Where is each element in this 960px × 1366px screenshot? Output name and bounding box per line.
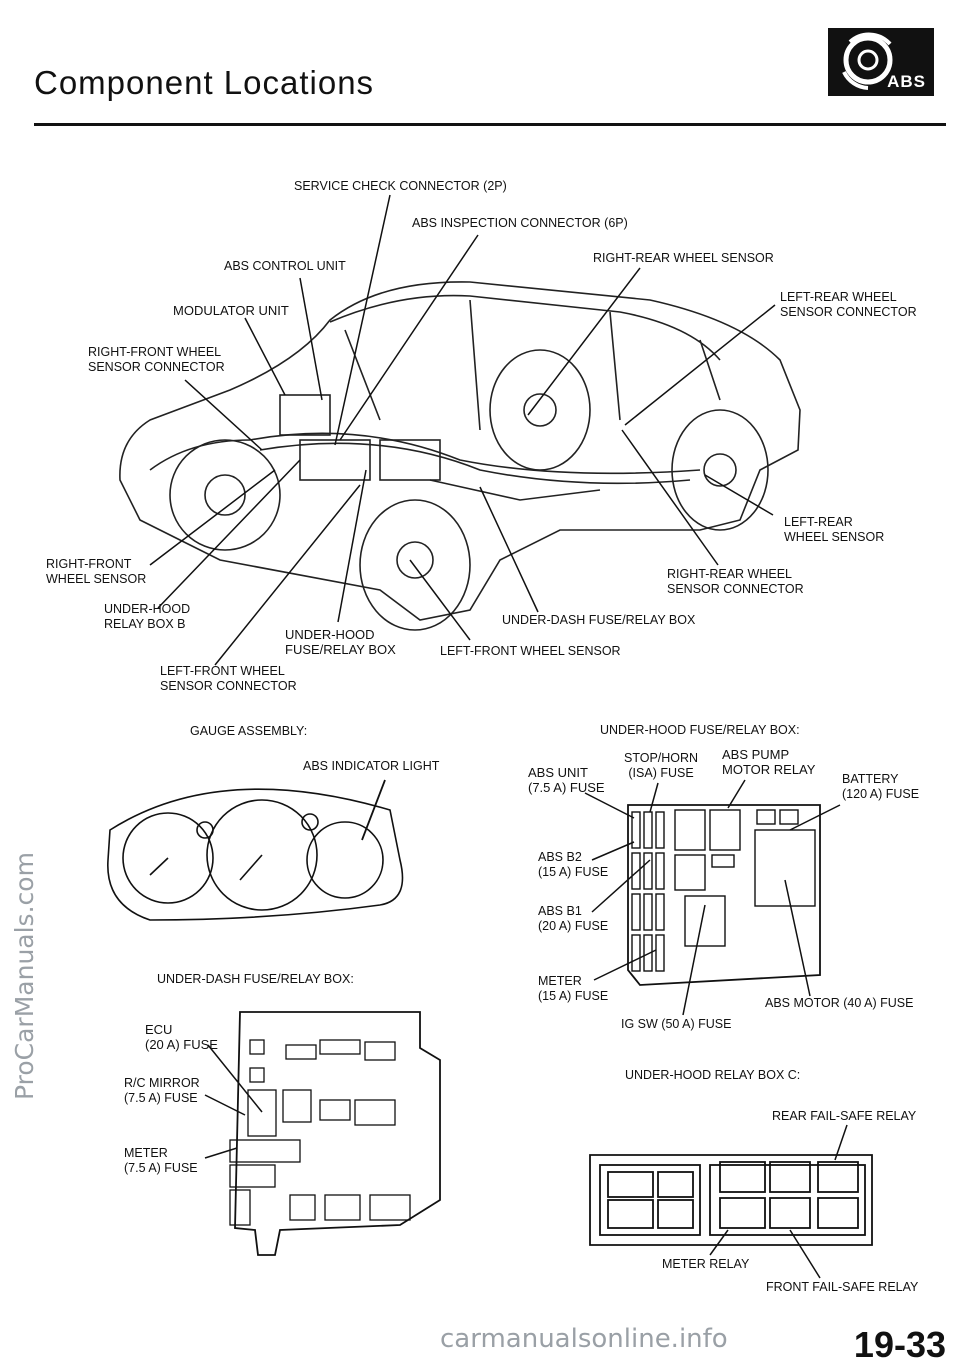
label-abs-indicator-light: ABS INDICATOR LIGHT	[303, 759, 440, 773]
label-abs-b2-fuse: ABS B2 (15 A) FUSE	[538, 850, 609, 879]
car-illustration	[119, 281, 801, 631]
label-under-hood-box-heading: UNDER-HOOD FUSE/RELAY BOX:	[600, 723, 800, 737]
label-abs-inspection-connector: ABS INSPECTION CONNECTOR (6P)	[412, 216, 628, 230]
label-stop-horn-fuse: STOP/HORN (ISA) FUSE	[624, 751, 699, 780]
page-number: 19-33	[853, 1324, 946, 1365]
label-left-front-wheel-sensor: LEFT-FRONT WHEEL SENSOR	[440, 644, 621, 658]
label-under-dash-box-heading: UNDER-DASH FUSE/RELAY BOX:	[157, 972, 354, 986]
footer-watermark-url: carmanualsonline.info	[440, 1324, 728, 1354]
label-under-hood-relay-box-b: UNDER-HOOD RELAY BOX B	[104, 602, 191, 631]
label-ecu-fuse: ECU (20 A) FUSE	[145, 1022, 218, 1052]
label-abs-control-unit: ABS CONTROL UNIT	[224, 259, 346, 273]
label-service-check-connector: SERVICE CHECK CONNECTOR (2P)	[294, 179, 507, 193]
label-ig-sw-fuse: IG SW (50 A) FUSE	[621, 1017, 732, 1031]
abs-brake-logo: ABS	[828, 28, 934, 96]
brake-disc-icon	[842, 32, 893, 90]
under-hood-leader-lines	[584, 779, 841, 1016]
label-right-front-sensor-connector: RIGHT-FRONT WHEEL SENSOR CONNECTOR	[88, 345, 225, 374]
abs-badge-text: ABS	[887, 72, 926, 91]
label-under-dash-fuse-relay-box: UNDER-DASH FUSE/RELAY BOX	[502, 613, 696, 627]
side-watermark: ProCarManuals.com	[10, 852, 39, 1100]
gauge-leader-lines	[361, 779, 386, 841]
label-abs-unit-fuse: ABS UNIT (7.5 A) FUSE	[528, 765, 605, 795]
under-dash-fuse-box-illustration	[229, 1011, 441, 1256]
label-right-rear-sensor-connector: RIGHT-REAR WHEEL SENSOR CONNECTOR	[667, 567, 804, 596]
gauge-cluster-illustration	[107, 788, 404, 921]
label-left-front-sensor-connector: LEFT-FRONT WHEEL SENSOR CONNECTOR	[160, 664, 297, 693]
label-left-rear-sensor-connector: LEFT-REAR WHEEL SENSOR CONNECTOR	[780, 290, 917, 319]
car-leader-lines	[149, 194, 776, 666]
label-rc-mirror-fuse: R/C MIRROR (7.5 A) FUSE	[124, 1076, 200, 1105]
label-rear-fail-safe-relay: REAR FAIL-SAFE RELAY	[772, 1109, 917, 1123]
label-under-hood-fuse-relay-box: UNDER-HOOD FUSE/RELAY BOX	[285, 627, 396, 657]
label-right-front-wheel-sensor: RIGHT-FRONT WHEEL SENSOR	[46, 557, 147, 586]
label-front-fail-safe-relay: FRONT FAIL-SAFE RELAY	[766, 1280, 919, 1294]
label-relay-box-c-heading: UNDER-HOOD RELAY BOX C:	[625, 1068, 801, 1082]
label-abs-b1-fuse: ABS B1 (20 A) FUSE	[538, 904, 609, 933]
label-meter-7-5a-fuse: METER (7.5 A) FUSE	[124, 1146, 198, 1175]
under-dash-leader-lines	[204, 1044, 263, 1159]
label-right-rear-wheel-sensor: RIGHT-REAR WHEEL SENSOR	[593, 251, 774, 265]
label-abs-pump-motor-relay: ABS PUMP MOTOR RELAY	[722, 747, 816, 777]
label-abs-motor-fuse: ABS MOTOR (40 A) FUSE	[765, 996, 914, 1010]
label-battery-fuse: BATTERY (120 A) FUSE	[842, 772, 920, 801]
title-rule	[34, 123, 946, 126]
relay-box-c-illustration	[589, 1154, 873, 1246]
page-title: Component Locations	[34, 64, 375, 101]
label-meter-15a-fuse: METER (15 A) FUSE	[538, 974, 609, 1003]
label-gauge-assembly: GAUGE ASSEMBLY:	[190, 724, 308, 738]
label-modulator-unit: MODULATOR UNIT	[173, 303, 289, 318]
relay-box-c-leader-lines	[709, 1124, 848, 1279]
label-meter-relay: METER RELAY	[662, 1257, 750, 1271]
label-left-rear-wheel-sensor: LEFT-REAR WHEEL SENSOR	[784, 515, 885, 544]
under-hood-fuse-box-illustration	[627, 804, 821, 986]
